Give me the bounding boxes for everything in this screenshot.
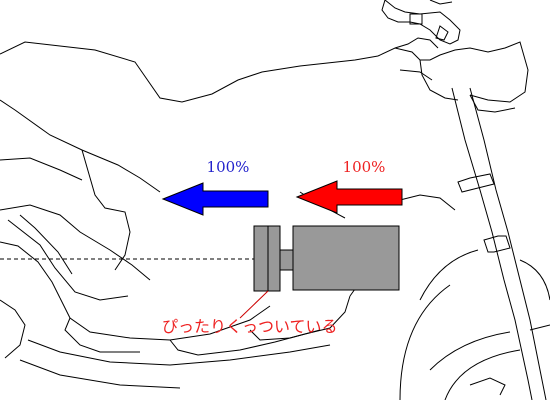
connector-shaft (279, 249, 294, 271)
callout-label: ぴったりくっついている (162, 317, 338, 336)
blue-percent-label: 100% (207, 158, 250, 176)
bar-end-weight-assembly (253, 225, 400, 292)
blue-arrow (161, 182, 269, 216)
weight-body (292, 225, 400, 291)
inner-plate (267, 225, 281, 292)
callout-leader-line (239, 290, 269, 319)
red-percent-label: 100% (343, 158, 386, 176)
red-arrow (295, 180, 403, 214)
outer-plate (253, 225, 269, 292)
